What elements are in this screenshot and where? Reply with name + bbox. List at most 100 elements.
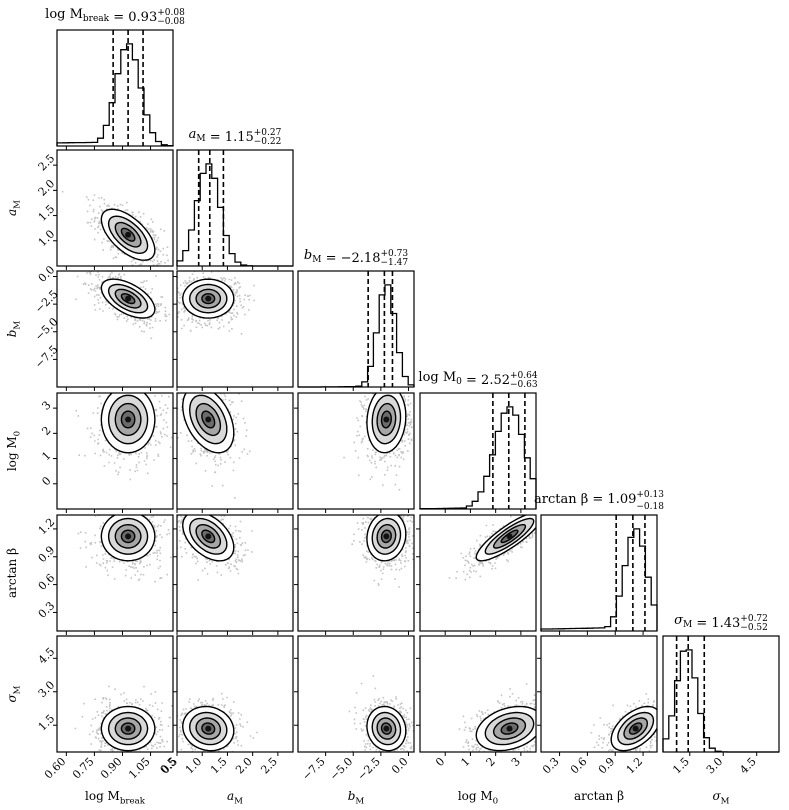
panel-content (177, 393, 251, 499)
histogram-panel-logM0: log M0 = 2.52+0.64−0.63 (418, 370, 538, 510)
scatter-panel-arctanbeta-vs-aM (176, 514, 294, 632)
x-tick-label: 1.0 (183, 755, 205, 777)
density-peak (506, 725, 513, 732)
panel-frame (56, 392, 174, 510)
y-axis-label-arctanbeta: arctan β (5, 548, 19, 598)
panel-frame (56, 635, 174, 753)
y-tick-label: 2 (39, 424, 53, 438)
x-tick-label: 0.75 (70, 755, 97, 782)
x-tick-label: −7.5 (300, 755, 328, 783)
x-tick-label: 2.5 (258, 755, 280, 777)
param-title-minus: −0.52 (740, 623, 768, 633)
panel-content (448, 515, 536, 581)
x-tick-label: 0.90 (98, 755, 125, 782)
y-tick-label: 2.5 (36, 152, 58, 174)
panel-frame (56, 29, 174, 147)
param-title: log M0 = 2.52+0.64 (418, 370, 537, 388)
scatter-panel-bM-vs-logMbreak (56, 270, 174, 388)
y-tick-label: 3 (39, 399, 53, 413)
param-title: bM = −2.18+0.73 (304, 248, 408, 266)
panel-frame (176, 635, 294, 753)
histogram-title: arctan β = 1.09+0.13−0.18 (534, 490, 664, 512)
y-tick-label: 0 (39, 474, 53, 488)
y-axis-label-logM0: log M0 (5, 431, 23, 471)
panel-frame (540, 635, 658, 753)
panel-content (75, 393, 173, 481)
y-tick-label: −5.0 (32, 315, 60, 343)
y-axis-label-bM: bM (5, 321, 23, 338)
x-tick-label: 0.3 (540, 755, 562, 777)
histogram-panel-sigmaM: σM = 1.43+0.72−0.52 (662, 613, 780, 753)
panel-content (61, 190, 169, 266)
param-title-minus: −0.08 (157, 17, 185, 27)
panel-content (343, 393, 414, 491)
x-tick-label: 0.60 (42, 755, 69, 782)
x-axis-label-aM: aM (227, 789, 243, 807)
panel-frame (176, 514, 294, 632)
param-title-minus: −0.22 (254, 137, 282, 147)
y-tick-label: 0.6 (36, 571, 58, 593)
param-title: aM = 1.15+0.27 (189, 127, 282, 145)
panel-content (177, 271, 255, 335)
panel-frame (419, 392, 537, 510)
scatter-panel-logM0-vs-bM (297, 392, 415, 510)
histogram-steps (176, 163, 293, 267)
histogram-steps (662, 649, 779, 753)
y-tick-label: 0.3 (36, 599, 58, 621)
density-peak (383, 416, 390, 423)
panel-frame (297, 514, 415, 632)
histogram-steps (56, 43, 174, 147)
scatter-panel-arctanbeta-vs-logMbreak (56, 514, 174, 632)
param-title: log Mbreak = 0.93+0.08 (45, 7, 185, 25)
scatter-panel-sigmaM-vs-logM0 (419, 635, 537, 753)
panel-frame (176, 270, 294, 388)
histogram-panel-aM: aM = 1.15+0.27−0.22 (176, 127, 294, 267)
scatter-panel-sigmaM-vs-arctanbeta (540, 635, 658, 753)
panel-frame (56, 514, 174, 632)
param-title-minus: −0.18 (636, 502, 664, 512)
scatter-points (75, 271, 170, 340)
x-axis-label-arctanbeta: arctan β (574, 789, 624, 803)
density-peak (125, 416, 132, 423)
x-tick-label: 0.0 (389, 755, 411, 777)
x-tick-label: 2 (484, 755, 498, 769)
scatter-panel-bM-vs-aM (176, 270, 294, 388)
panel-content (177, 692, 258, 752)
density-peak (125, 231, 132, 238)
scatter-panel-aM-vs-logMbreak (56, 149, 174, 267)
density-peak (125, 295, 132, 302)
scatter-panel-logM0-vs-aM (176, 392, 294, 510)
y-tick-label: 0.0 (36, 263, 58, 285)
x-tick-label: 3.0 (704, 755, 726, 777)
x-tick-label: 1.5 (208, 755, 230, 777)
density-peak (205, 295, 212, 302)
y-tick-label: 2.0 (36, 177, 58, 199)
panel-frame (540, 514, 658, 632)
panel-content (351, 515, 414, 588)
panel-content (77, 515, 172, 583)
param-title-minus: −0.63 (510, 380, 538, 390)
y-tick-label: 1.0 (36, 228, 58, 250)
x-tick-label: 0.9 (596, 755, 618, 777)
panel-content (348, 675, 414, 752)
x-tick-label: 3 (509, 755, 523, 769)
scatter-panel-sigmaM-vs-aM (176, 635, 294, 753)
histogram-title: aM = 1.15+0.27−0.22 (189, 127, 282, 147)
panel-frame (176, 149, 294, 267)
density-peak (205, 725, 212, 732)
panel-frame (56, 270, 174, 388)
histogram-panel-bM: bM = −2.18+0.73−1.47 (297, 248, 415, 388)
panel-content (177, 515, 253, 581)
density-peak (205, 533, 212, 540)
scatter-points (77, 515, 172, 583)
x-tick-label: 0.6 (568, 755, 590, 777)
y-tick-label: 1 (39, 449, 53, 463)
histogram-panel-logMbreak: log Mbreak = 0.93+0.08−0.08 (45, 7, 185, 147)
scatter-panel-sigmaM-vs-logMbreak (56, 635, 174, 753)
panel-content (458, 683, 536, 752)
histogram-title: log Mbreak = 0.93+0.08−0.08 (45, 7, 185, 27)
histogram-title: σM = 1.43+0.72−0.52 (674, 613, 768, 633)
corner-panels: log Mbreak = 0.93+0.08−0.08 aM = 1.15+0.2… (5, 7, 780, 807)
panel-frame (56, 149, 174, 267)
